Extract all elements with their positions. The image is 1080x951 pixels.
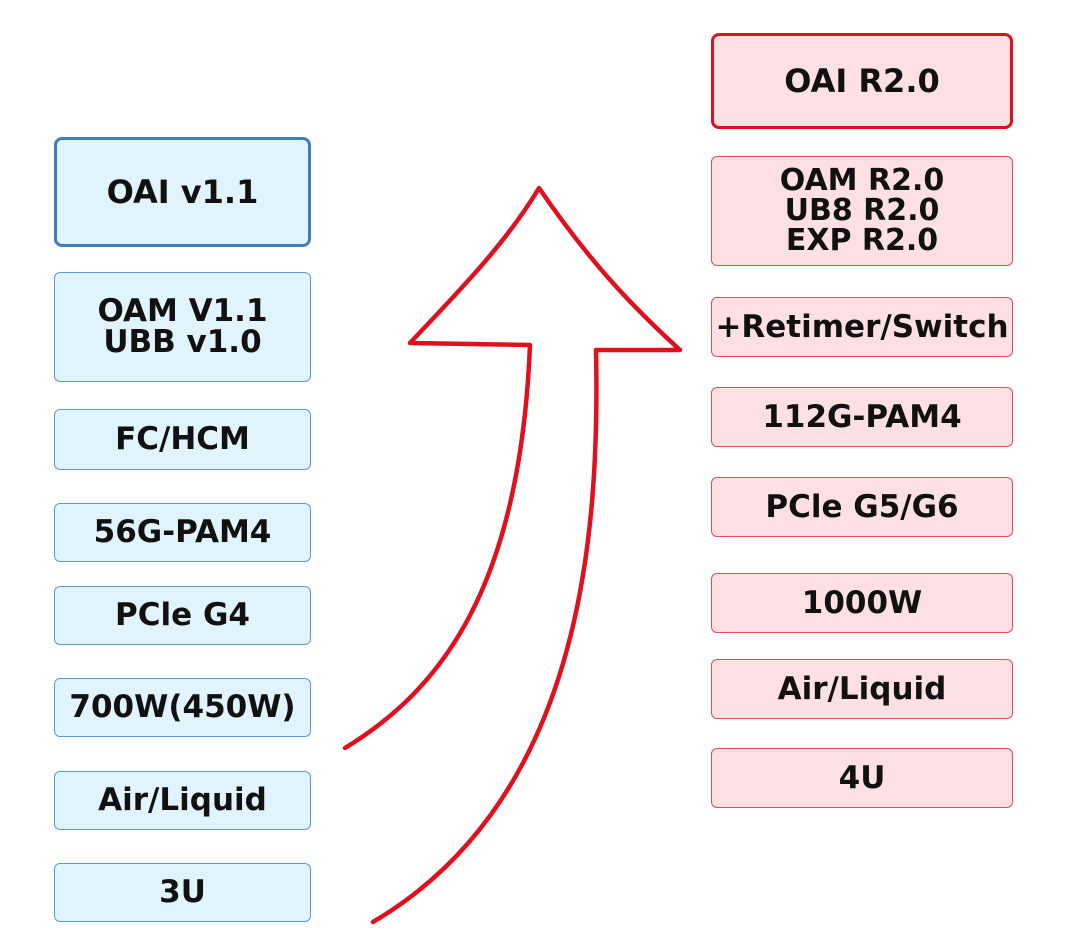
right-box-pcie: PCle G5/G6 <box>711 477 1013 537</box>
left-box-56g: 56G-PAM4 <box>54 503 311 562</box>
left-box-pcie: PCle G4 <box>54 586 311 645</box>
right-box-label: Air/Liquid <box>777 670 947 707</box>
left-box-label: PCle G4 <box>115 597 250 633</box>
left-box-power: 700W(450W) <box>54 678 311 737</box>
right-box-cooling: Air/Liquid <box>711 659 1013 719</box>
left-box-height: 3U <box>54 863 311 922</box>
right-box-label: 1000W <box>801 584 923 621</box>
left-box-label: FC/HCM <box>115 421 250 457</box>
right-box-label: OAM R2.0 UB8 R2.0 EXP R2.0 <box>779 163 945 258</box>
right-title-box: OAI R2.0 <box>711 33 1013 129</box>
right-box-height: 4U <box>711 748 1013 808</box>
right-box-oam-ub8-exp: OAM R2.0 UB8 R2.0 EXP R2.0 <box>711 156 1013 266</box>
left-box-label: Air/Liquid <box>98 782 267 818</box>
right-box-power: 1000W <box>711 573 1013 633</box>
right-box-retimer: +Retimer/Switch <box>711 297 1013 357</box>
right-box-label: 4U <box>838 759 886 796</box>
right-box-label: 112G-PAM4 <box>762 398 962 435</box>
left-box-label: 56G-PAM4 <box>93 514 272 550</box>
left-box-label: OAM V1.1 UBB v1.0 <box>97 293 268 360</box>
left-box-label: 3U <box>159 874 206 910</box>
right-box-label: PCle G5/G6 <box>765 488 959 525</box>
left-title-label: OAI v1.1 <box>106 173 259 211</box>
left-box-cooling: Air/Liquid <box>54 771 311 830</box>
right-title-label: OAI R2.0 <box>784 62 940 100</box>
left-box-label: 700W(450W) <box>69 689 296 725</box>
right-box-label: +Retimer/Switch <box>715 308 1009 345</box>
left-title-box: OAI v1.1 <box>54 137 311 247</box>
left-box-oam-ubb: OAM V1.1 UBB v1.0 <box>54 272 311 382</box>
left-box-fc-hcm: FC/HCM <box>54 409 311 470</box>
right-box-112g: 112G-PAM4 <box>711 387 1013 447</box>
